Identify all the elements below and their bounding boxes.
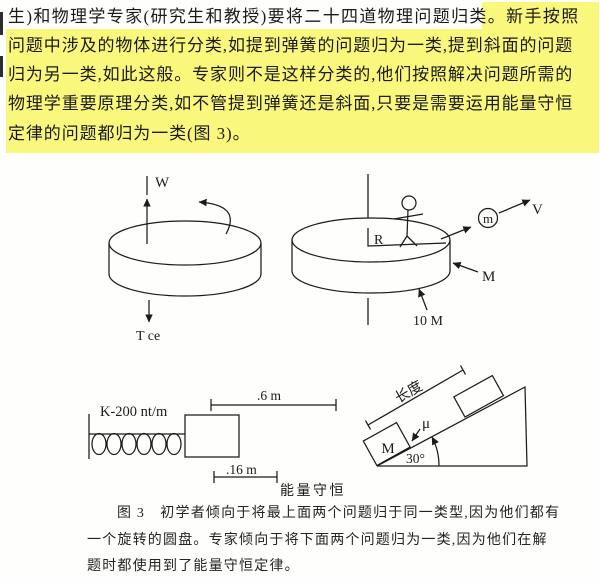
radius-label: R: [374, 233, 384, 248]
distance-long-label: .6 m: [257, 388, 282, 403]
paragraph-line-4: 物理学重要原理分类,如不管提到弹簧还是斜面,只要是需要运用能量守恒: [8, 94, 574, 113]
paragraph-line-1: 生)和物理学专家(研究生和教授)要将二十四道物理问题归类。新手按照: [8, 4, 580, 30]
caption-line-1: 图 3 初学者倾向于将最上面两个问题归于同一类型,因为他们都有: [117, 506, 561, 521]
stick-figure-head: [402, 196, 416, 210]
highlight-paragraph: [6, 29, 599, 153]
platform-mass-label: 10 M: [413, 314, 444, 329]
disk-mass-pointer-arrow: [452, 262, 478, 272]
paragraph-line-1-plain: 生)和物理学专家(研究生和教授)要将二十四道物理问题归类。: [8, 7, 507, 26]
spring-block-diagram: K-200 nt/m .6 m .16 m 能量守恒: [89, 388, 346, 499]
incline-triangle: [377, 387, 527, 466]
disk-person-ball-diagram: R m V M 10 M: [292, 174, 543, 329]
weight-label: W: [155, 175, 170, 191]
incline-block-m: [363, 423, 410, 466]
disk-weight-tension-diagram: W T ce: [109, 175, 261, 344]
radius-line: [368, 228, 446, 246]
velocity-label: V: [532, 202, 543, 218]
caption-line-3: 题时都使用到了能量守恒定律。: [87, 559, 300, 574]
stick-figure-legs: [400, 236, 417, 247]
disk-mass-label: M: [482, 269, 495, 285]
distance-short-label: .16 m: [226, 462, 257, 477]
stick-figure: [394, 196, 423, 247]
stick-figure-arms: [394, 214, 423, 219]
inclined-plane-diagram: M 长度 μ 30°: [363, 366, 527, 466]
paragraph-line-2: 问题中涉及的物体进行分类,如提到弹簧的问题归为一类,提到斜面的问题: [8, 36, 574, 55]
figure-3-diagrams: W T ce R m V: [0, 160, 543, 499]
rotation-arrow-icon: [198, 198, 230, 234]
length-dimension-line: 长度: [366, 366, 466, 430]
tension-label: T ce: [136, 329, 160, 344]
length-label: 长度: [392, 377, 426, 406]
incline-block-upper: [454, 376, 504, 417]
disk2-top-surface: [292, 218, 450, 262]
caption-line-2: 一个旋转的圆盘。专家倾向于将下面两个问题归为一类,因为他们在解: [87, 533, 548, 548]
disk2-bottom-rim: [292, 271, 450, 293]
platform-mass-pointer-arrow: [418, 288, 427, 310]
disk1-top-surface: [109, 221, 261, 265]
spring-constant-label: K-200 nt/m: [100, 404, 168, 420]
scan-edge-mark: [0, 56, 3, 77]
ball-label: m: [483, 211, 493, 226]
paragraph-line-1-highlighted: 新手按照: [506, 4, 580, 30]
ball-circle: [479, 209, 498, 228]
paragraph-line-3: 归为另一类,如此这般。专家则不是这样分类的,他们按照解决问题所需的: [8, 65, 574, 84]
friction-coefficient-label: μ: [422, 416, 430, 432]
paragraph-line-5: 定律的问题都归为一类(图 3)。: [8, 124, 251, 143]
spring-block: [185, 415, 239, 457]
stick-figure-body: [407, 210, 408, 236]
spring-coil: [92, 434, 181, 455]
energy-conservation-label: 能量守恒: [280, 483, 346, 499]
scan-edge-mark: [0, 12, 3, 35]
dimension-line-06m: .6 m: [211, 388, 336, 411]
dimension-line-016m: .16 m: [214, 462, 277, 483]
disk1-bottom-rim: [109, 274, 261, 296]
incline-block-label: M: [381, 441, 394, 457]
velocity-arrow: [499, 200, 531, 213]
angle-arc: [432, 436, 439, 466]
throw-arrow: [441, 226, 472, 239]
friction-pointer-arrow: [412, 429, 420, 442]
angle-label: 30°: [406, 451, 425, 466]
